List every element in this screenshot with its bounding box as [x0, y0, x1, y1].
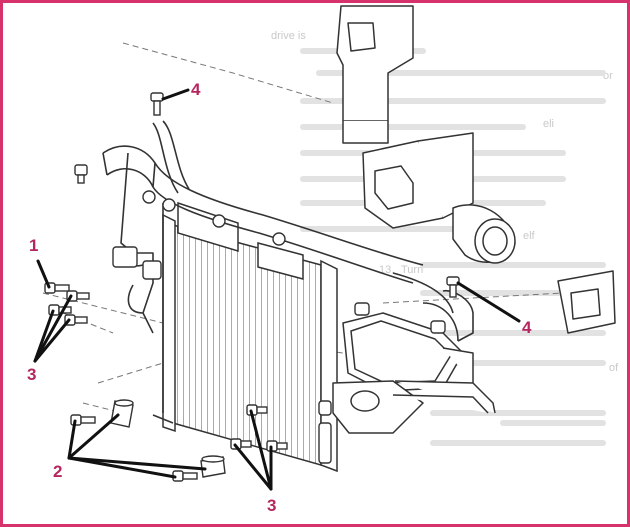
- callout-1: 1: [29, 236, 39, 255]
- background-text: Turn: [401, 264, 424, 276]
- bolts-2: [70, 399, 226, 482]
- clip-fastener: [74, 164, 88, 184]
- background-text: elf: [523, 230, 535, 242]
- bolts-3-lower: [230, 404, 288, 452]
- leader-2-1: [67, 419, 77, 460]
- upper-bracket: [336, 5, 616, 334]
- background-text: or: [603, 70, 613, 82]
- leader-2-4: [67, 456, 207, 471]
- callout-3-lower: 3: [267, 496, 277, 515]
- leader-lines: [33, 88, 521, 491]
- leader-2-2: [67, 413, 120, 460]
- callout-4-upper: 4: [191, 80, 201, 99]
- callout-2: 2: [53, 462, 63, 481]
- leader-4-upper: [161, 88, 190, 101]
- radiator-exploded-view: [33, 5, 616, 491]
- bolt-4-upper: [150, 92, 164, 116]
- radiator-core: [162, 201, 338, 473]
- leader-3a-2: [33, 309, 55, 363]
- side-fasteners: [112, 190, 446, 464]
- leader-3b-1: [249, 409, 273, 491]
- leader-2-3: [67, 456, 177, 479]
- callout-3-left: 3: [27, 365, 37, 384]
- background-text: drive is: [271, 30, 306, 42]
- background-text: 13.: [379, 264, 395, 276]
- bolt-4-right: [446, 276, 460, 298]
- leader-3a-3: [33, 318, 71, 363]
- background-text: eli: [543, 118, 555, 130]
- leader-1: [36, 259, 51, 289]
- leader-3a-1: [33, 294, 73, 363]
- leader-4-right: [456, 281, 521, 323]
- callout-4-right: 4: [522, 318, 532, 337]
- leader-3b-2: [233, 443, 273, 491]
- background-text: of: [609, 362, 619, 374]
